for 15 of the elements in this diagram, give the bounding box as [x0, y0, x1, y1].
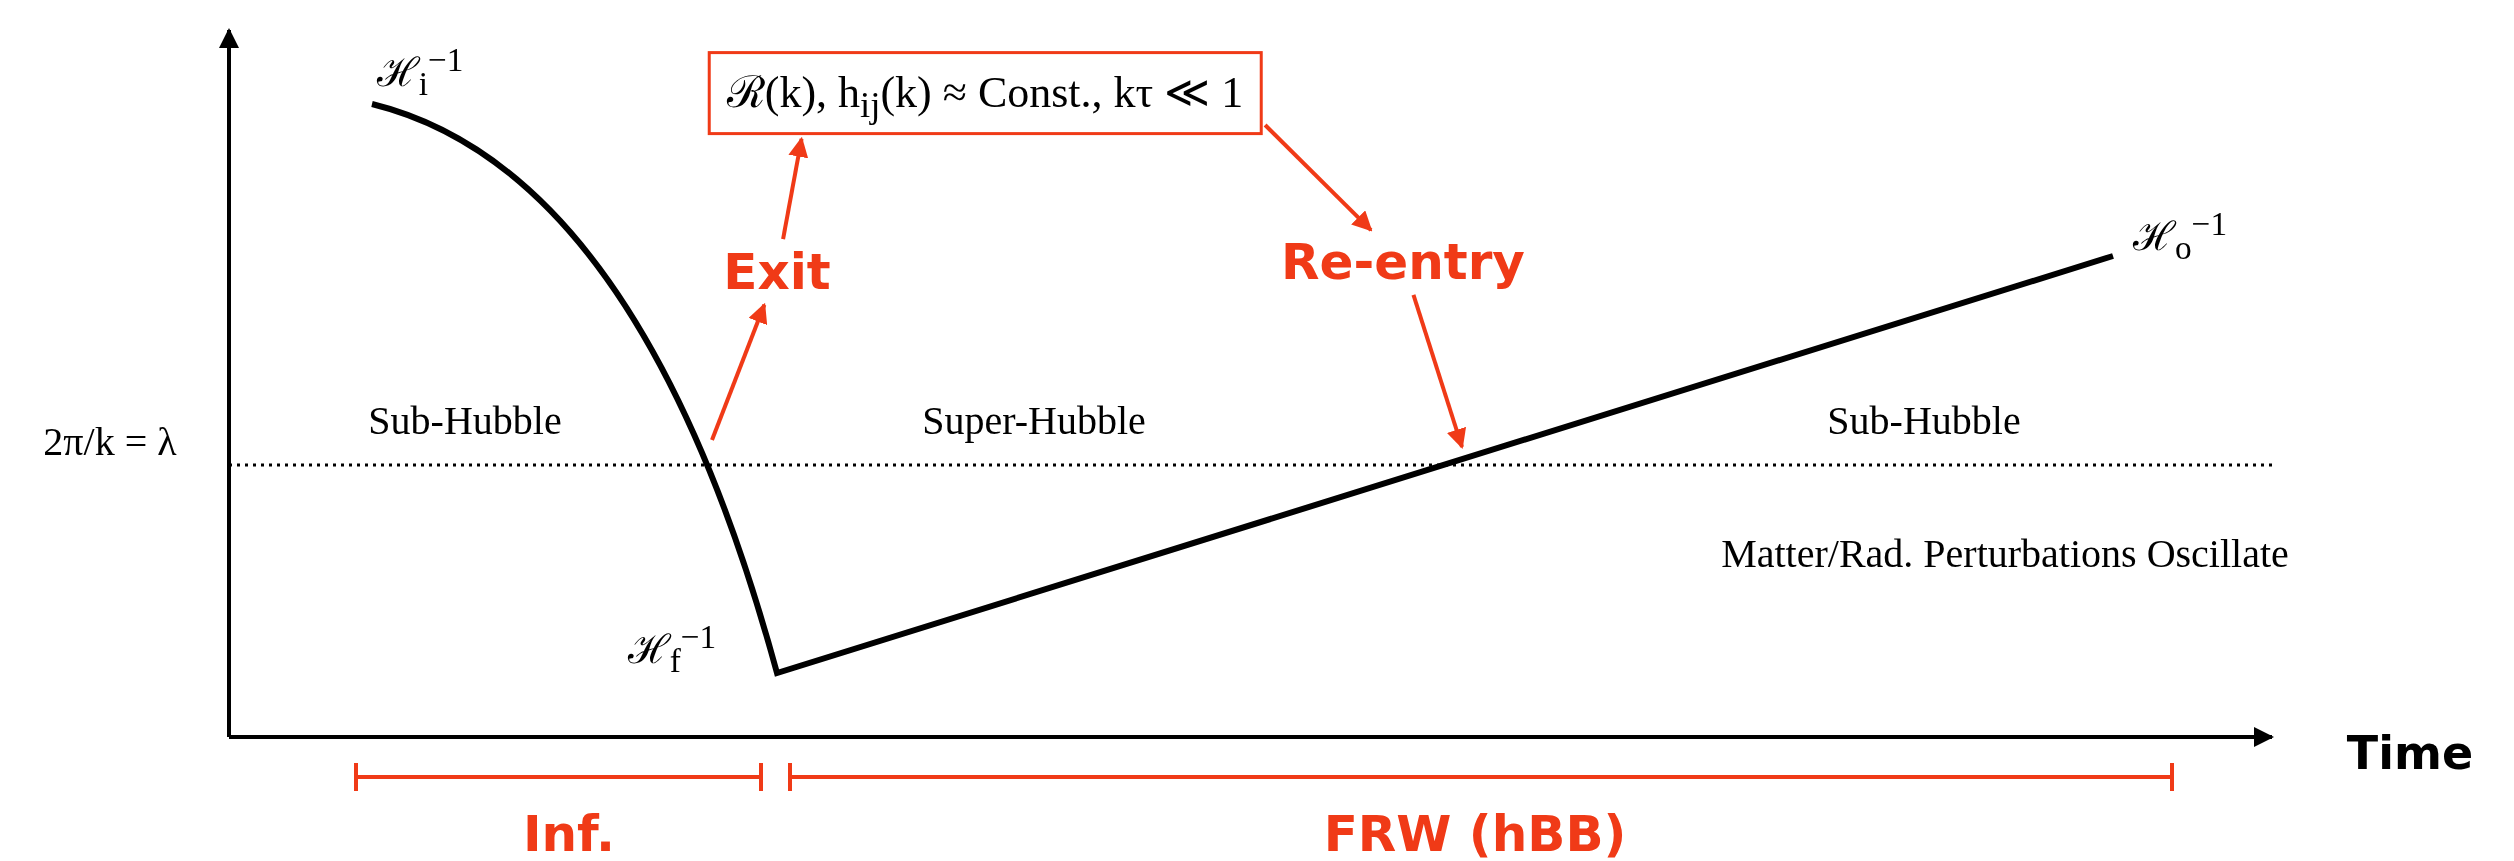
region-label: Sub-Hubble	[1827, 396, 2021, 444]
re-entry-text: Re-entry	[1281, 233, 1525, 291]
arrow	[781, 136, 809, 240]
region-label: Sub-Hubble	[368, 396, 562, 444]
axis-label: Time	[2346, 726, 2474, 780]
phase-label: Inf.	[522, 805, 616, 861]
phase-label: FRW (hBB)	[1323, 805, 1627, 861]
arrow	[1411, 294, 1467, 449]
arrow	[1263, 123, 1373, 232]
note-text: Matter/Rad. Perturbations Oscillate	[1721, 529, 2289, 577]
arrow	[710, 302, 768, 441]
wavelength-label: 2π/k = λ	[43, 417, 177, 465]
equation-box: ℛ(k), h$_{ij}$(k) ≈ Const., kτ ≪ 1	[707, 51, 1263, 135]
exit-text: Exit	[723, 243, 831, 301]
region-label: Super-Hubble	[922, 396, 1146, 444]
